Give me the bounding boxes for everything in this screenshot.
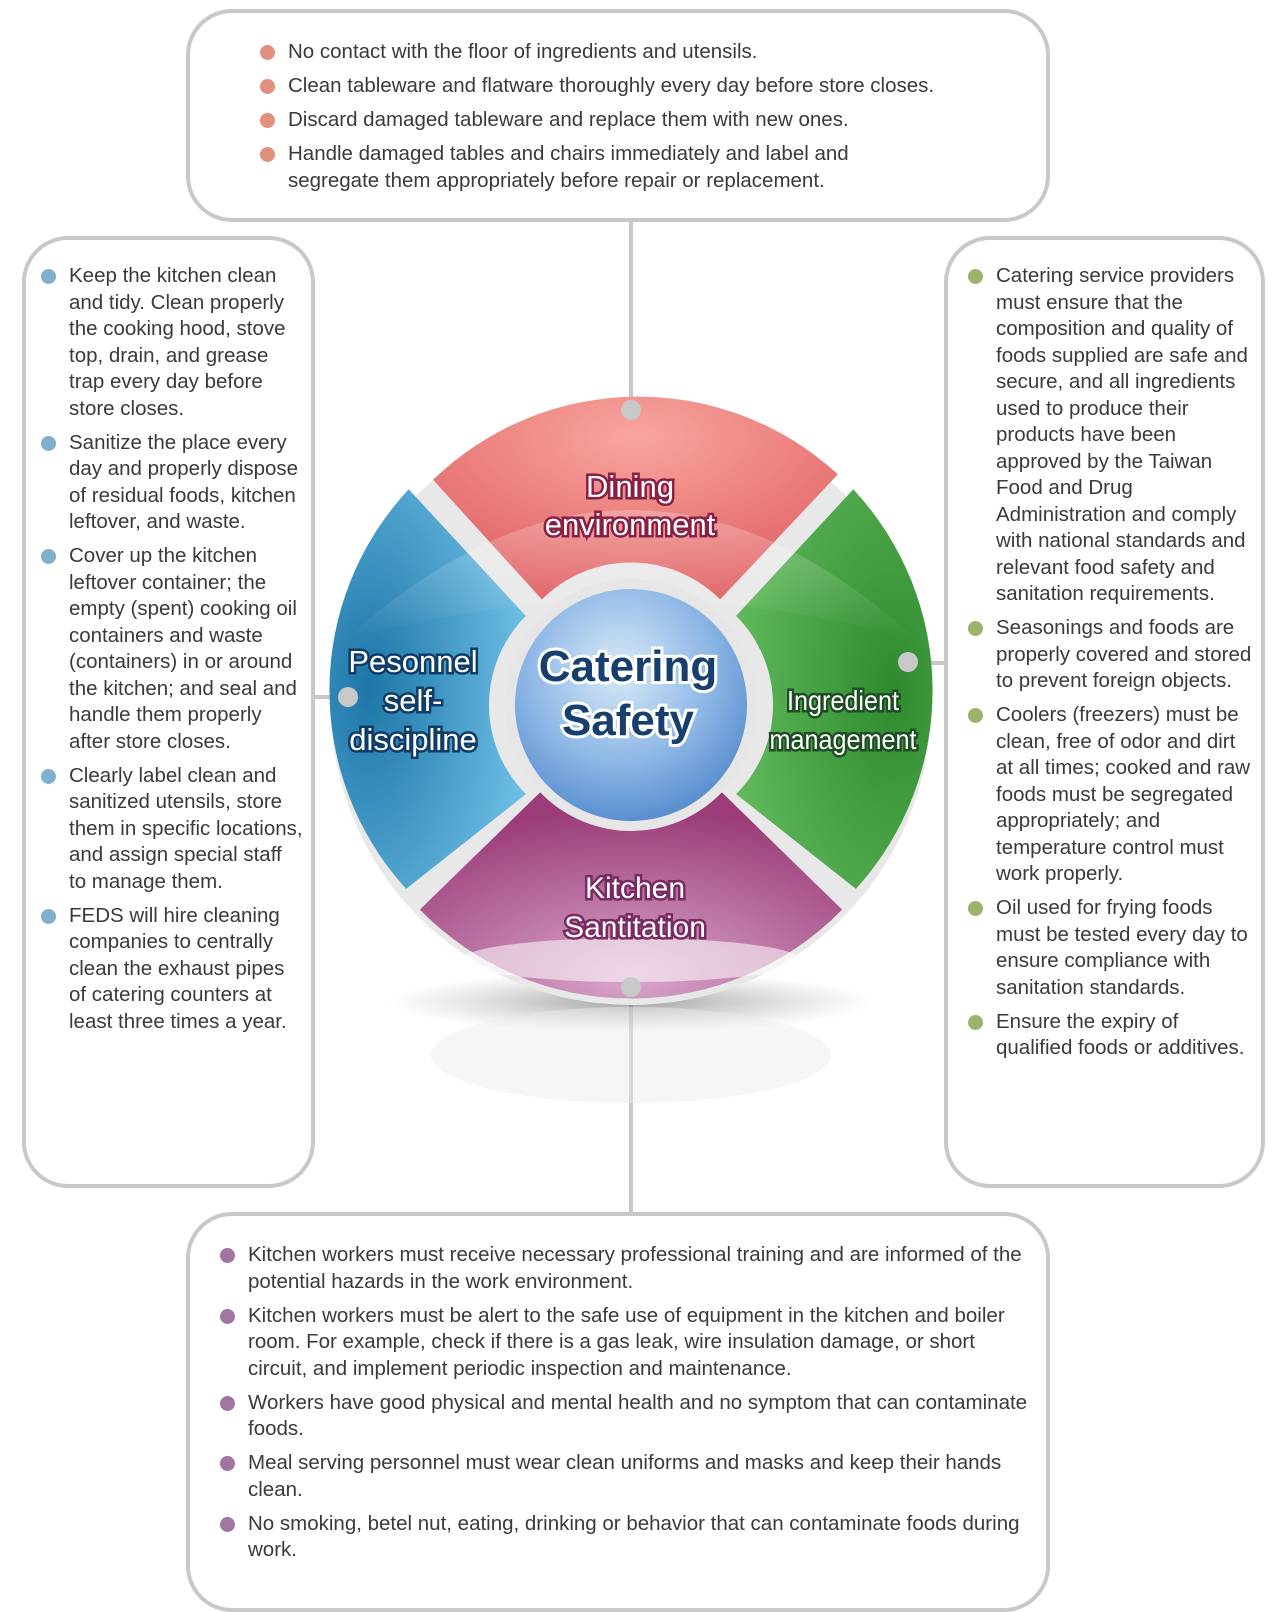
- list-item-text: Clearly label clean and sanitized utensi…: [69, 763, 303, 893]
- list-item-text: Discard damaged tableware and replace th…: [288, 108, 849, 131]
- bullet-icon: [41, 549, 56, 564]
- bullet-icon: [260, 45, 275, 60]
- connector-dot-right: [898, 652, 918, 672]
- ingredient-management-panel: Catering service providers must ensure t…: [944, 236, 1265, 1188]
- bullet-icon: [41, 269, 56, 284]
- list-item-text: Cover up the kitchen leftover container;…: [69, 544, 297, 753]
- list-item-text: Meal serving personnel must wear clean u…: [248, 1451, 1002, 1501]
- bullet-icon: [220, 1456, 235, 1471]
- label-dining-line2: environment: [545, 507, 716, 542]
- bullet-icon: [260, 113, 275, 128]
- center-circle: [515, 589, 747, 821]
- list-item: Seasonings and foods are properly covere…: [966, 615, 1255, 695]
- list-item-text: No contact with the floor of ingredients…: [288, 40, 758, 63]
- list-item: Kitchen workers must receive necessary p…: [218, 1242, 1028, 1295]
- list-item-text: Coolers (freezers) must be clean, free o…: [996, 703, 1251, 885]
- list-item-text: Keep the kitchen clean and tidy. Clean p…: [69, 264, 286, 420]
- list-item: No contact with the floor of ingredients…: [258, 39, 1026, 66]
- list-item: Cover up the kitchen leftover container;…: [39, 543, 303, 755]
- list-item: Oil used for frying foods must be tested…: [966, 895, 1255, 1001]
- connector-dot-left: [338, 687, 358, 707]
- wheel-bottom-glow: [461, 938, 801, 982]
- label-dining-line1: Dining: [586, 469, 674, 504]
- list-item-text: Sanitize the place every day and properl…: [69, 430, 299, 534]
- list-item: Keep the kitchen clean and tidy. Clean p…: [39, 263, 303, 422]
- list-item: Ensure the expiry of qualified foods or …: [966, 1009, 1255, 1062]
- dining-environment-panel: No contact with the floor of ingredients…: [186, 9, 1050, 222]
- list-item: Workers have good physical and mental he…: [218, 1390, 1028, 1443]
- connector-dot-top: [621, 400, 641, 420]
- list-item: Coolers (freezers) must be clean, free o…: [966, 702, 1255, 888]
- list-item: Handle damaged tables and chairs immedia…: [258, 141, 928, 194]
- list-item: Kitchen workers must be alert to the saf…: [218, 1303, 1028, 1383]
- connector-dot-bottom: [621, 977, 641, 997]
- list-item-text: Catering service providers must ensure t…: [996, 264, 1248, 605]
- label-personnel-line2: self-: [384, 683, 443, 718]
- bullet-icon: [968, 269, 983, 284]
- list-item: Sanitize the place every day and properl…: [39, 430, 303, 536]
- list-item-text: No smoking, betel nut, eating, drinking …: [248, 1511, 1020, 1562]
- bullet-icon: [260, 79, 275, 94]
- list-item-text: FEDS will hire cleaning companies to cen…: [69, 903, 287, 1033]
- bullet-icon: [220, 1308, 235, 1324]
- bullet-icon: [220, 1395, 235, 1411]
- list-item-text: Seasonings and foods are properly covere…: [996, 616, 1252, 692]
- list-item: Clearly label clean and sanitized utensi…: [39, 763, 303, 896]
- kitchen-santitation-panel: Kitchen workers must receive necessary p…: [186, 1212, 1050, 1612]
- list-item-text: Clean tableware and flatware thoroughly …: [288, 74, 935, 97]
- label-personnel-line1: Pesonnel: [348, 644, 477, 679]
- list-item-text: Ensure the expiry of qualified foods or …: [996, 1009, 1245, 1060]
- bullet-icon: [41, 768, 56, 784]
- list-item-text: Handle damaged tables and chairs immedia…: [288, 142, 849, 192]
- list-item-text: Workers have good physical and mental he…: [248, 1390, 1028, 1441]
- personnel-self-discipline-panel: Keep the kitchen clean and tidy. Clean p…: [22, 236, 315, 1188]
- list-item: Clean tableware and flatware thoroughly …: [258, 73, 1026, 100]
- label-ingredient-line2: management: [769, 724, 917, 756]
- label-personnel-line3: discipline: [349, 722, 477, 757]
- ingredient-list: Catering service providers must ensure t…: [966, 263, 1255, 1062]
- list-item: Catering service providers must ensure t…: [966, 263, 1255, 608]
- dining-environment-list: No contact with the floor of ingredients…: [258, 39, 1026, 194]
- bullet-icon: [41, 908, 56, 924]
- bullet-icon: [968, 1014, 983, 1030]
- bullet-icon: [968, 621, 983, 636]
- wheel-reflection: [431, 1007, 831, 1103]
- kitchen-list: Kitchen workers must receive necessary p…: [218, 1242, 1028, 1564]
- bullet-icon: [968, 708, 983, 723]
- label-kitchen-line2: Santitation: [564, 911, 706, 944]
- label-ingredient-line1: Ingredient: [787, 685, 900, 717]
- center-title-line2: Safety: [562, 696, 695, 745]
- list-item-text: Oil used for frying foods must be tested…: [996, 896, 1248, 999]
- list-item: FEDS will hire cleaning companies to cen…: [39, 903, 303, 1036]
- personnel-list: Keep the kitchen clean and tidy. Clean p…: [39, 263, 303, 1035]
- bullet-icon: [220, 1516, 235, 1532]
- list-item: Discard damaged tableware and replace th…: [258, 107, 1026, 134]
- center-title-line1: Catering: [539, 642, 717, 691]
- label-kitchen-line1: Kitchen: [585, 872, 685, 905]
- list-item-text: Kitchen workers must be alert to the saf…: [248, 1303, 1005, 1380]
- bullet-icon: [41, 435, 56, 451]
- list-item: Meal serving personnel must wear clean u…: [218, 1450, 1028, 1503]
- wheel-gloss: [345, 510, 917, 640]
- list-item: No smoking, betel nut, eating, drinking …: [218, 1511, 1028, 1564]
- bullet-icon: [968, 901, 983, 916]
- bullet-icon: [260, 147, 275, 162]
- bullet-icon: [220, 1248, 235, 1263]
- list-item-text: Kitchen workers must receive necessary p…: [248, 1243, 1022, 1293]
